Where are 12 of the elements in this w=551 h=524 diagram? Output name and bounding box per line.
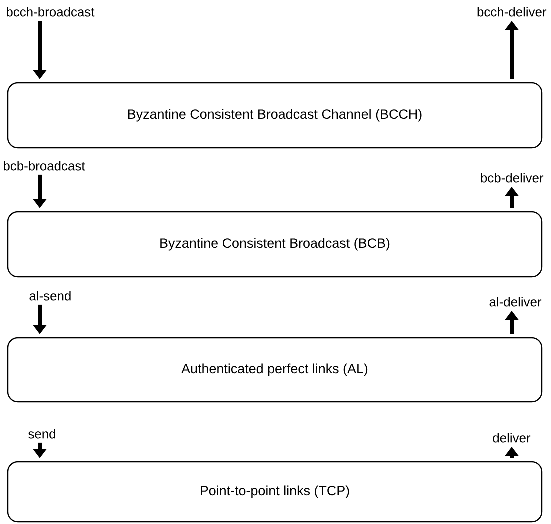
layer-box: Byzantine Consistent Broadcast (BCB) [7, 211, 543, 278]
event-label: deliver [493, 433, 531, 443]
event-label: bcch-broadcast [7, 7, 95, 17]
event-label: send [28, 429, 56, 439]
layer-box: Point-to-point links (TCP) [7, 461, 543, 523]
event-label: bcb-deliver [481, 173, 544, 183]
event-label: bcch-deliver [478, 7, 547, 17]
event-label: bcb-broadcast [4, 161, 86, 171]
layer-box: Byzantine Consistent Broadcast Channel (BCCH) [7, 82, 543, 149]
event-label: al-deliver [490, 297, 542, 307]
event-label: al-send [30, 291, 71, 301]
layer-box: Authenticated perfect links (AL) [7, 337, 543, 403]
